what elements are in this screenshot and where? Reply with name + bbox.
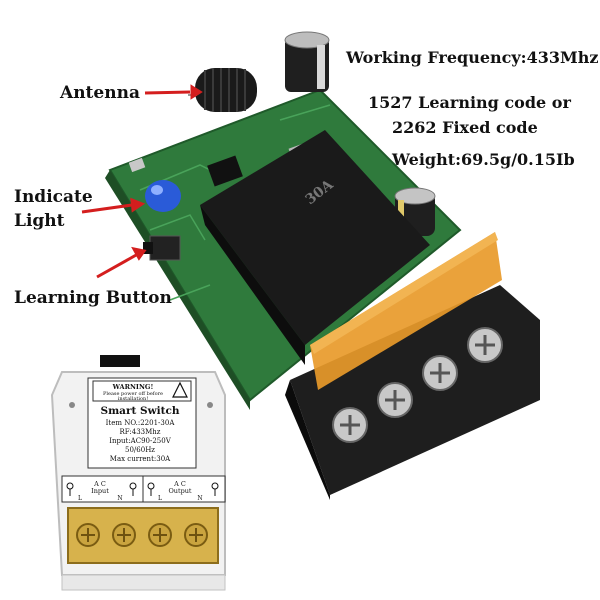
warning-text-line2: installation! xyxy=(118,396,148,402)
enclosure-bottom-mount xyxy=(61,574,226,591)
max-current-spec: Max current:30A xyxy=(110,455,171,463)
spec-frequency: Working Frequency:433Mhz xyxy=(346,48,599,67)
warning-title: WARNING! xyxy=(112,383,154,391)
product-name: Smart Switch xyxy=(100,405,179,417)
rf-spec: RF:433Mhz xyxy=(120,428,161,436)
ic-chip xyxy=(207,155,243,187)
relay-block: 30A xyxy=(200,130,430,365)
enclosure-antenna xyxy=(100,355,140,367)
spec-weight: Weight:69.5g/0.15Ib xyxy=(392,150,575,169)
input-label: Input xyxy=(91,487,109,495)
terminal-screws xyxy=(332,327,503,443)
smd-part xyxy=(128,157,146,173)
antenna-coil xyxy=(188,68,257,112)
indicator-led xyxy=(145,180,181,212)
terminal-l1: L xyxy=(78,495,82,502)
frequency-spec: 50/60Hz xyxy=(125,446,155,454)
callout-indicate-light-line1: Indicate xyxy=(14,187,93,207)
callout-antenna: Antenna xyxy=(60,83,140,103)
terminal-n1: N xyxy=(117,495,122,502)
enclosure-hole xyxy=(69,402,75,408)
spec-code-line1: 1527 Learning code or xyxy=(368,93,571,112)
input-ac: A C xyxy=(93,480,106,488)
orange-cover xyxy=(310,232,502,390)
callout-arrows xyxy=(81,84,203,279)
pcb-edge xyxy=(105,170,250,410)
output-ac: A C xyxy=(173,480,186,488)
ground-icon xyxy=(66,482,219,496)
warning-triangle-icon xyxy=(172,381,188,398)
warning-text-line1: Please power off before xyxy=(103,391,163,397)
input-spec: Input:AC90-250V xyxy=(109,437,171,445)
terminal-l2: L xyxy=(158,495,162,502)
callout-indicate-light-line2: Light xyxy=(14,211,65,231)
output-label: Output xyxy=(168,487,191,495)
enclosure-hole xyxy=(207,402,213,408)
spec-code-line2: 2262 Fixed code xyxy=(392,118,538,137)
learning-button-part xyxy=(143,235,181,261)
enclosure-terminal-screws xyxy=(76,523,208,547)
callout-learning-button: Learning Button xyxy=(14,288,172,308)
capacitor-top xyxy=(284,31,330,92)
terminal-n2: N xyxy=(197,495,202,502)
item-no: Item NO.:2201-30A xyxy=(106,419,176,427)
warning-box xyxy=(92,380,192,402)
